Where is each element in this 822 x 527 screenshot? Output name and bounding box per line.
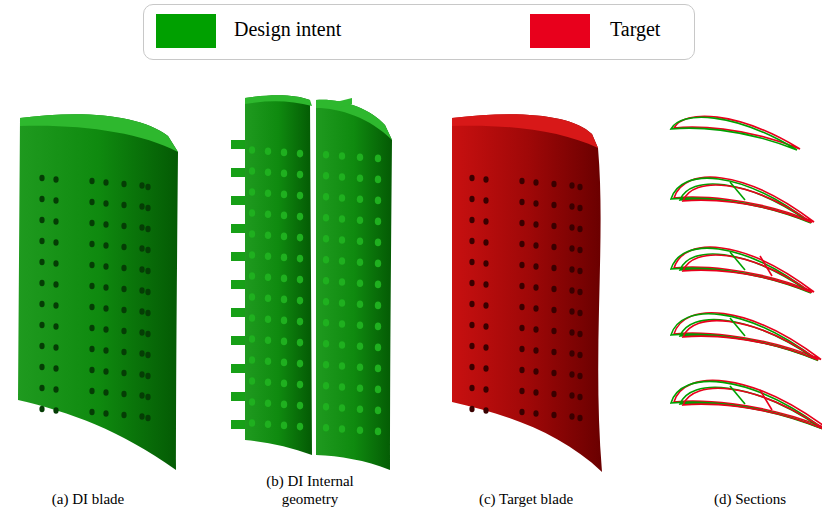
figure-caption: (b) DI Internal geometry (245, 472, 375, 508)
legend-frame: Design intent Target (143, 4, 695, 60)
cooling-holes (231, 140, 381, 435)
di-blade (18, 114, 178, 470)
airfoil-sections (671, 116, 822, 430)
cooling-holes (39, 175, 150, 421)
figure-caption: (c) Target blade (451, 490, 601, 508)
legend-swatch (530, 14, 590, 48)
figure-caption: (d) Sections (685, 490, 815, 508)
di-internal-geometry (231, 95, 392, 470)
legend-text: Design intent (234, 18, 341, 41)
figure-caption: (a) DI blade (13, 490, 163, 508)
legend-swatch (156, 14, 216, 48)
cooling-holes (469, 175, 582, 421)
target-blade (452, 114, 602, 472)
legend-text: Target (610, 18, 660, 41)
